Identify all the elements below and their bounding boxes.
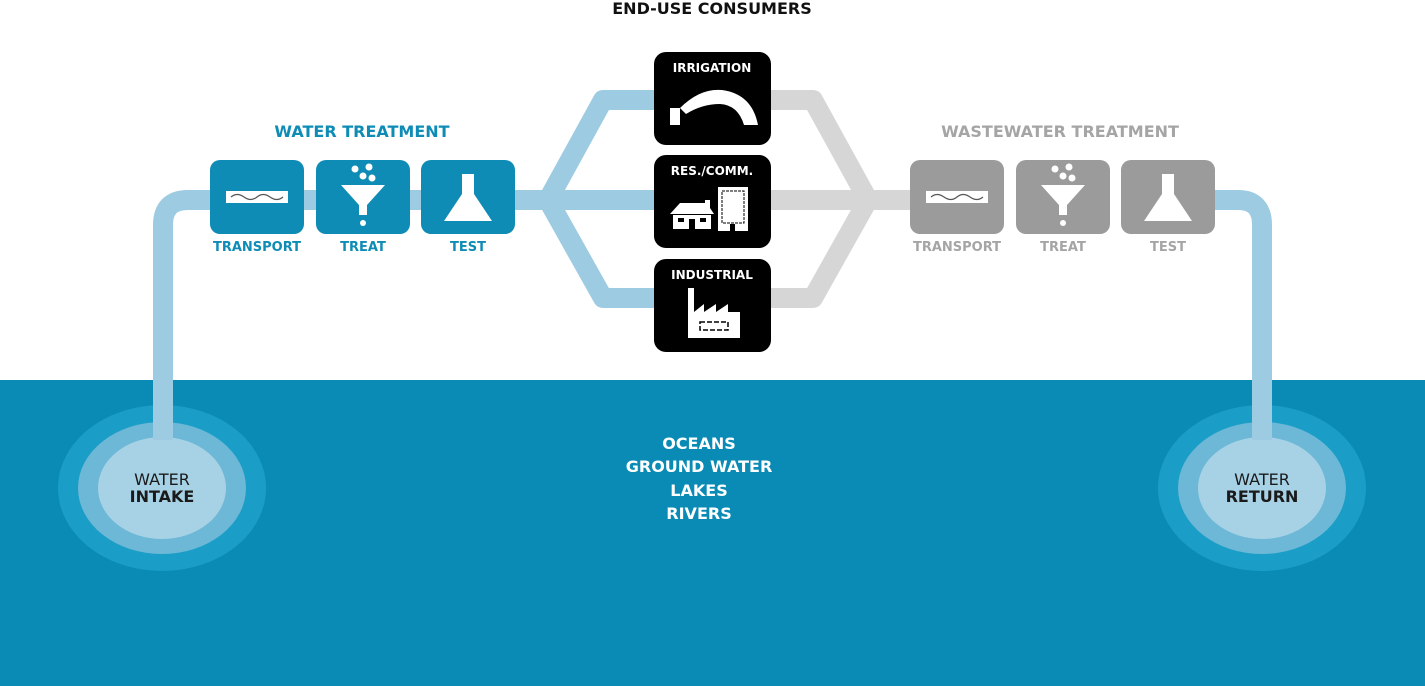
water-sources-list: OCEANS GROUND WATER LAKES RIVERS bbox=[626, 434, 773, 523]
step-treat[interactable]: TREAT bbox=[316, 160, 410, 255]
ww-step-treat[interactable]: TREAT bbox=[1016, 160, 1110, 255]
water-treatment-title: WATER TREATMENT bbox=[274, 122, 449, 141]
return-label-2: RETURN bbox=[1226, 487, 1299, 506]
water-intake[interactable]: WATER INTAKE bbox=[58, 380, 266, 571]
intake-label-2: INTAKE bbox=[130, 487, 195, 506]
end-use-title: END-USE CONSUMERS bbox=[612, 0, 812, 18]
step-label: TREAT bbox=[1040, 240, 1086, 255]
ww-step-test[interactable]: TEST bbox=[1121, 160, 1215, 255]
step-label: TEST bbox=[1150, 240, 1186, 255]
house-building-icon bbox=[670, 187, 748, 231]
source-item: GROUND WATER bbox=[626, 457, 773, 476]
source-item: LAKES bbox=[670, 481, 727, 500]
pipe-wave-icon bbox=[225, 190, 289, 204]
consumer-industrial[interactable]: INDUSTRIAL bbox=[654, 259, 771, 352]
wastewater-pipe bbox=[765, 90, 915, 308]
sprinkler-arc-icon bbox=[670, 89, 758, 125]
consumer-label: RES./COMM. bbox=[671, 164, 753, 178]
water-return[interactable]: WATER RETURN bbox=[1158, 380, 1366, 571]
step-label: TRANSPORT bbox=[913, 240, 1001, 255]
source-item: RIVERS bbox=[666, 504, 731, 523]
step-label: TRANSPORT bbox=[213, 240, 301, 255]
intake-label-1: WATER bbox=[134, 470, 190, 489]
step-transport[interactable]: TRANSPORT bbox=[210, 160, 304, 255]
consumer-irrigation[interactable]: IRRIGATION bbox=[654, 52, 771, 145]
step-test[interactable]: TEST bbox=[421, 160, 515, 255]
step-label: TEST bbox=[450, 240, 486, 255]
return-label-1: WATER bbox=[1234, 470, 1290, 489]
consumer-res-comm[interactable]: RES./COMM. bbox=[654, 155, 771, 248]
pipe-wave-icon bbox=[925, 190, 989, 204]
factory-icon bbox=[688, 288, 740, 338]
ww-step-transport[interactable]: TRANSPORT bbox=[910, 160, 1004, 255]
clean-water-pipe bbox=[153, 90, 660, 470]
source-item: OCEANS bbox=[662, 434, 736, 453]
consumer-label: IRRIGATION bbox=[673, 61, 752, 75]
step-label: TREAT bbox=[340, 240, 386, 255]
return-pipe bbox=[1205, 190, 1272, 470]
consumer-label: INDUSTRIAL bbox=[671, 268, 753, 282]
wastewater-treatment-title: WASTEWATER TREATMENT bbox=[941, 122, 1179, 141]
